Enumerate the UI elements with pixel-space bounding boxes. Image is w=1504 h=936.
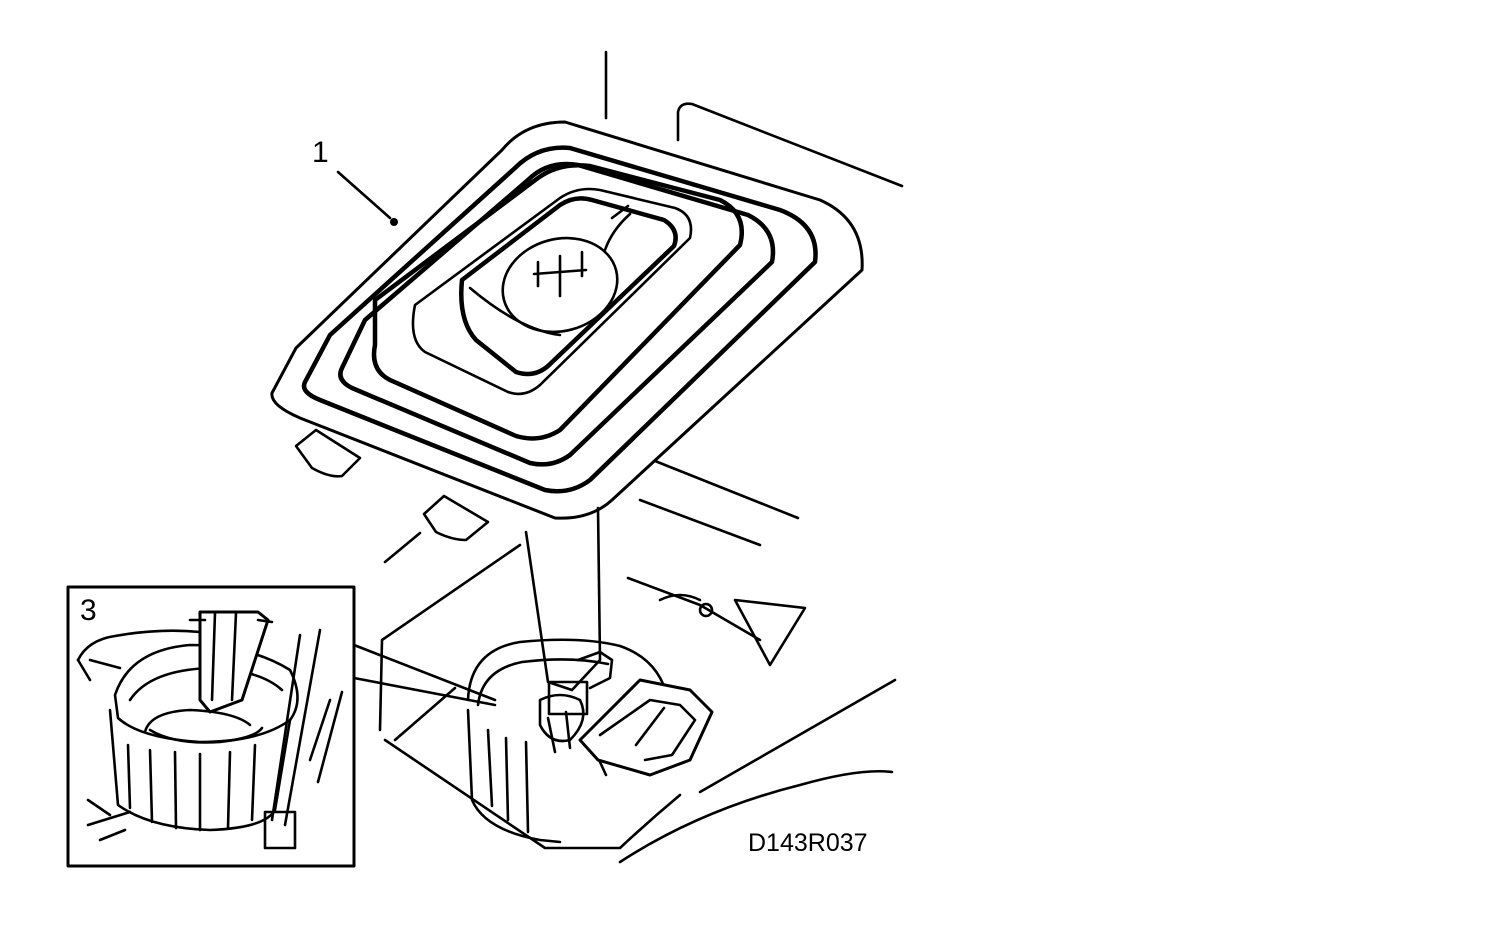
console-outline <box>378 50 904 864</box>
gear-lever-shaft <box>524 506 614 716</box>
lever-base-collar <box>466 638 714 844</box>
detail-zoom-lines <box>352 643 497 707</box>
callout-label-3: 3 <box>80 594 97 627</box>
gear-lever-boot <box>270 120 864 542</box>
figure-code: D143R037 <box>748 829 868 857</box>
gear-knob <box>468 236 619 337</box>
detail-inset <box>66 585 356 868</box>
callout-label-1: 1 <box>312 136 329 169</box>
callout-1-leader <box>336 170 398 226</box>
